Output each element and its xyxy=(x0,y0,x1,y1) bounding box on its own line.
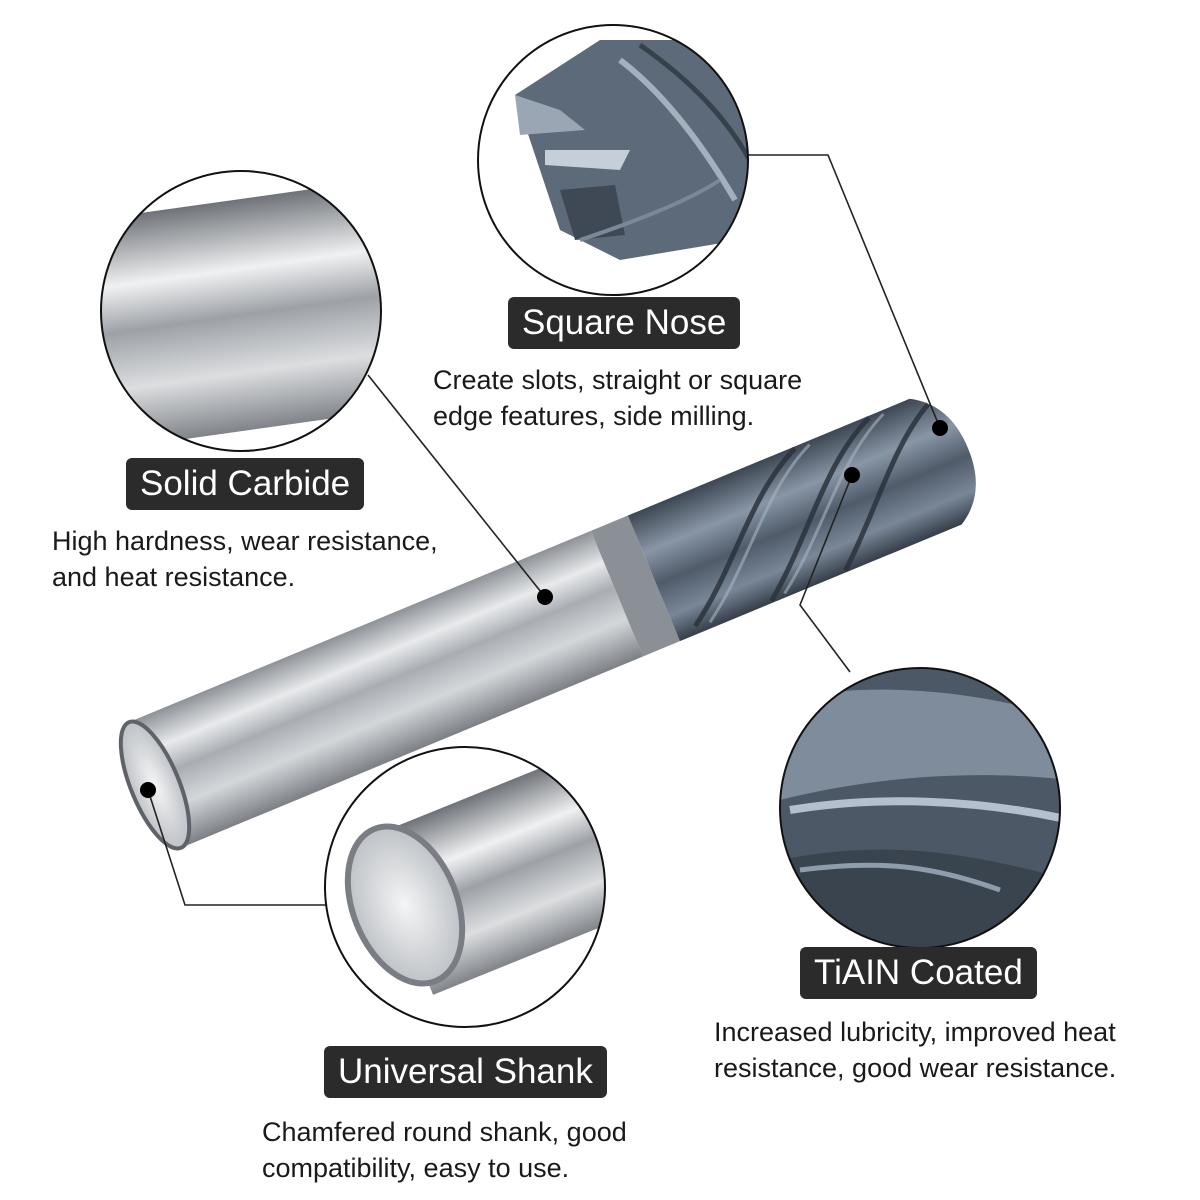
desc-solid-carbide-line-2: and heat resistance. xyxy=(52,562,296,592)
label-square-nose: Square Nose xyxy=(508,297,741,349)
zoom-solid-carbide xyxy=(100,170,382,452)
desc-universal-shank-line-2: compatibility, easy to use. xyxy=(262,1153,570,1183)
desc-universal-shank-line-1: Chamfered round shank, good xyxy=(262,1117,627,1147)
desc-solid-carbide-line-1: High hardness, wear resistance, xyxy=(52,526,438,556)
callout-line-universal-shank xyxy=(147,789,330,906)
shank-neck xyxy=(590,515,680,657)
desc-square-nose: Create slots, straight or square edge fe… xyxy=(433,362,802,434)
zoom-universal-shank xyxy=(324,746,606,1028)
end-mill-tool xyxy=(118,398,976,851)
callout-dot-universal-shank xyxy=(140,782,156,798)
desc-universal-shank: Chamfered round shank, good compatibilit… xyxy=(262,1114,627,1186)
desc-square-nose-line-1: Create slots, straight or square xyxy=(433,365,803,395)
label-universal-shank: Universal Shank xyxy=(324,1046,607,1098)
desc-tiain-coated: Increased lubricity, improved heat resis… xyxy=(714,1014,1116,1086)
fluted-head xyxy=(627,398,976,642)
callout-line-tiain xyxy=(799,474,853,673)
callout-lines xyxy=(147,154,941,906)
shank-end-face xyxy=(118,719,192,851)
shank-body xyxy=(128,530,643,848)
desc-square-nose-line-2: edge features, side milling. xyxy=(433,401,755,431)
label-solid-carbide: Solid Carbide xyxy=(126,458,365,510)
desc-tiain-coated-line-2: resistance, good wear resistance. xyxy=(714,1053,1117,1083)
callout-dot-tiain xyxy=(844,467,860,483)
label-tiain-coated: TiAIN Coated xyxy=(800,947,1037,999)
desc-solid-carbide: High hardness, wear resistance, and heat… xyxy=(52,523,438,595)
zoom-tiain-coated xyxy=(779,667,1061,949)
zoom-square-nose xyxy=(477,24,749,296)
callout-line-solid-carbide xyxy=(367,374,546,598)
callout-line-square-nose xyxy=(740,154,941,429)
callout-dot-solid-carbide xyxy=(537,589,553,605)
callout-dot-square-nose xyxy=(932,420,948,436)
desc-tiain-coated-line-1: Increased lubricity, improved heat xyxy=(714,1017,1116,1047)
